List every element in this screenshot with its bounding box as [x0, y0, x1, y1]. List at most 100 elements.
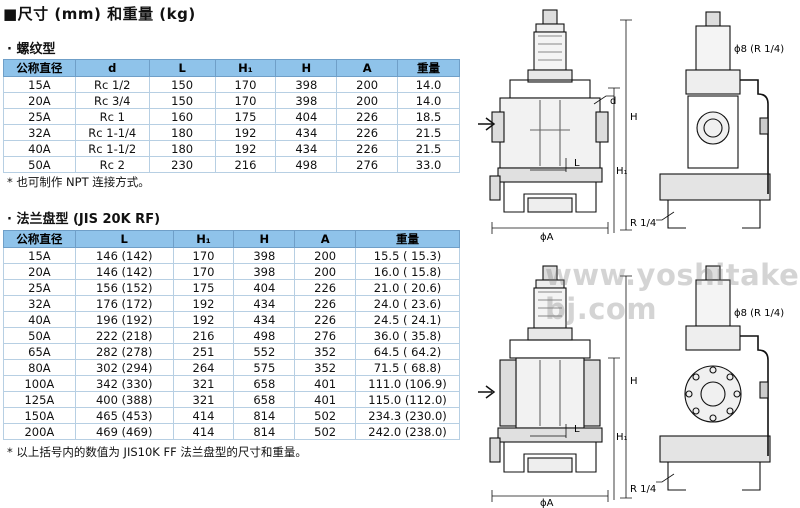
top-label-H1: H₁ — [616, 166, 628, 177]
table-cell: 469 (469) — [74, 423, 174, 440]
table-cell: 276 — [294, 327, 357, 344]
table-cell: 176 (172) — [74, 295, 174, 312]
table-cell: 282 (278) — [74, 343, 174, 360]
threaded-valve-side-view — [659, 11, 771, 229]
table-cell: 14.0 — [397, 92, 460, 109]
table-cell: 226 — [336, 124, 399, 141]
top-label-phi8: ϕ8 (R 1/4) — [734, 44, 784, 55]
table-cell: 24.0 ( 23.6) — [355, 295, 460, 312]
table-cell: 400 (388) — [74, 391, 174, 408]
top-label-R14: R 1/4 — [630, 218, 656, 229]
table-cell: 24.5 ( 24.1) — [355, 311, 460, 328]
table-cell: 226 — [336, 140, 399, 157]
table-cell: 21.0 ( 20.6) — [355, 279, 460, 296]
table-cell: 226 — [336, 108, 399, 125]
table-cell: 222 (218) — [74, 327, 174, 344]
table-cell: 404 — [233, 279, 296, 296]
table-cell: 226 — [294, 311, 357, 328]
threaded-col-header: A — [336, 59, 399, 77]
table-cell: 192 — [214, 124, 277, 141]
table-cell: 200 — [294, 247, 357, 264]
top-label-H: H — [630, 112, 638, 123]
table-cell: 192 — [172, 311, 235, 328]
threaded-valve-front-view — [489, 9, 609, 213]
top-label-d: d — [610, 96, 616, 107]
table-cell: 658 — [233, 391, 296, 408]
top-label-A: ϕA — [540, 232, 554, 243]
bottom-label-A: ϕA — [540, 498, 554, 508]
table-cell: 216 — [172, 327, 235, 344]
table-cell: 434 — [275, 124, 338, 141]
table-cell: 111.0 (106.9) — [355, 375, 460, 392]
table-cell: 21.5 — [397, 124, 460, 141]
table-cell: Rc 1/2 — [74, 76, 150, 93]
table-cell: 200 — [336, 76, 399, 93]
table-cell: 502 — [294, 407, 357, 424]
table-cell: 32A — [3, 124, 76, 141]
table-cell: 150A — [3, 407, 76, 424]
table-cell: 434 — [233, 311, 296, 328]
table-cell: 160 — [148, 108, 216, 125]
table-cell: 50A — [3, 327, 76, 344]
table-cell: 80A — [3, 359, 76, 376]
table-cell: 170 — [214, 76, 277, 93]
table-cell: 216 — [214, 156, 277, 173]
table-cell: 21.5 — [397, 140, 460, 157]
table-cell: 65A — [3, 343, 76, 360]
table-cell: 25A — [3, 279, 76, 296]
table-cell: 658 — [233, 375, 296, 392]
table-cell: 16.0 ( 15.8) — [355, 263, 460, 280]
threaded-section-title: · 螺纹型 — [7, 42, 56, 57]
table-cell: 150 — [148, 92, 216, 109]
table-cell: 352 — [294, 343, 357, 360]
flanged-col-header: 重量 — [355, 230, 460, 248]
table-cell: 14.0 — [397, 76, 460, 93]
threaded-col-header: 公称直径 — [3, 59, 76, 77]
table-cell: 251 — [172, 343, 235, 360]
table-cell: 192 — [172, 295, 235, 312]
page-heading: ■尺寸 (mm) 和重量 (kg) — [3, 5, 196, 23]
table-cell: 15A — [3, 76, 76, 93]
table-cell: 170 — [214, 92, 277, 109]
table-cell: 196 (192) — [74, 311, 174, 328]
table-cell: 175 — [214, 108, 277, 125]
table-cell: 64.5 ( 64.2) — [355, 343, 460, 360]
table-cell: 150 — [148, 76, 216, 93]
valve-drawings: d H H₁ L ϕA ϕ8 (R 1/4) R 1/4 H H₁ L ϕA ϕ… — [478, 9, 784, 508]
table-cell: 226 — [294, 295, 357, 312]
table-cell: 180 — [148, 124, 216, 141]
table-cell: 414 — [172, 407, 235, 424]
table-cell: 40A — [3, 140, 76, 157]
table-cell: 192 — [214, 140, 277, 157]
table-cell: 40A — [3, 311, 76, 328]
flanged-col-header: H₁ — [172, 230, 235, 248]
table-cell: 404 — [275, 108, 338, 125]
table-cell: 401 — [294, 375, 357, 392]
table-cell: 200 — [294, 263, 357, 280]
table-cell: Rc 1-1/4 — [74, 124, 150, 141]
table-cell: 401 — [294, 391, 357, 408]
table-cell: 498 — [233, 327, 296, 344]
table-cell: 414 — [172, 423, 235, 440]
table-cell: 226 — [294, 279, 357, 296]
table-cell: 20A — [3, 263, 76, 280]
top-label-L: L — [574, 158, 580, 169]
table-cell: 170 — [172, 247, 235, 264]
table-cell: 498 — [275, 156, 338, 173]
table-cell: Rc 1 — [74, 108, 150, 125]
table-cell: Rc 2 — [74, 156, 150, 173]
table-cell: 156 (152) — [74, 279, 174, 296]
watermark: www.yoshitake-bj.com — [545, 258, 800, 326]
